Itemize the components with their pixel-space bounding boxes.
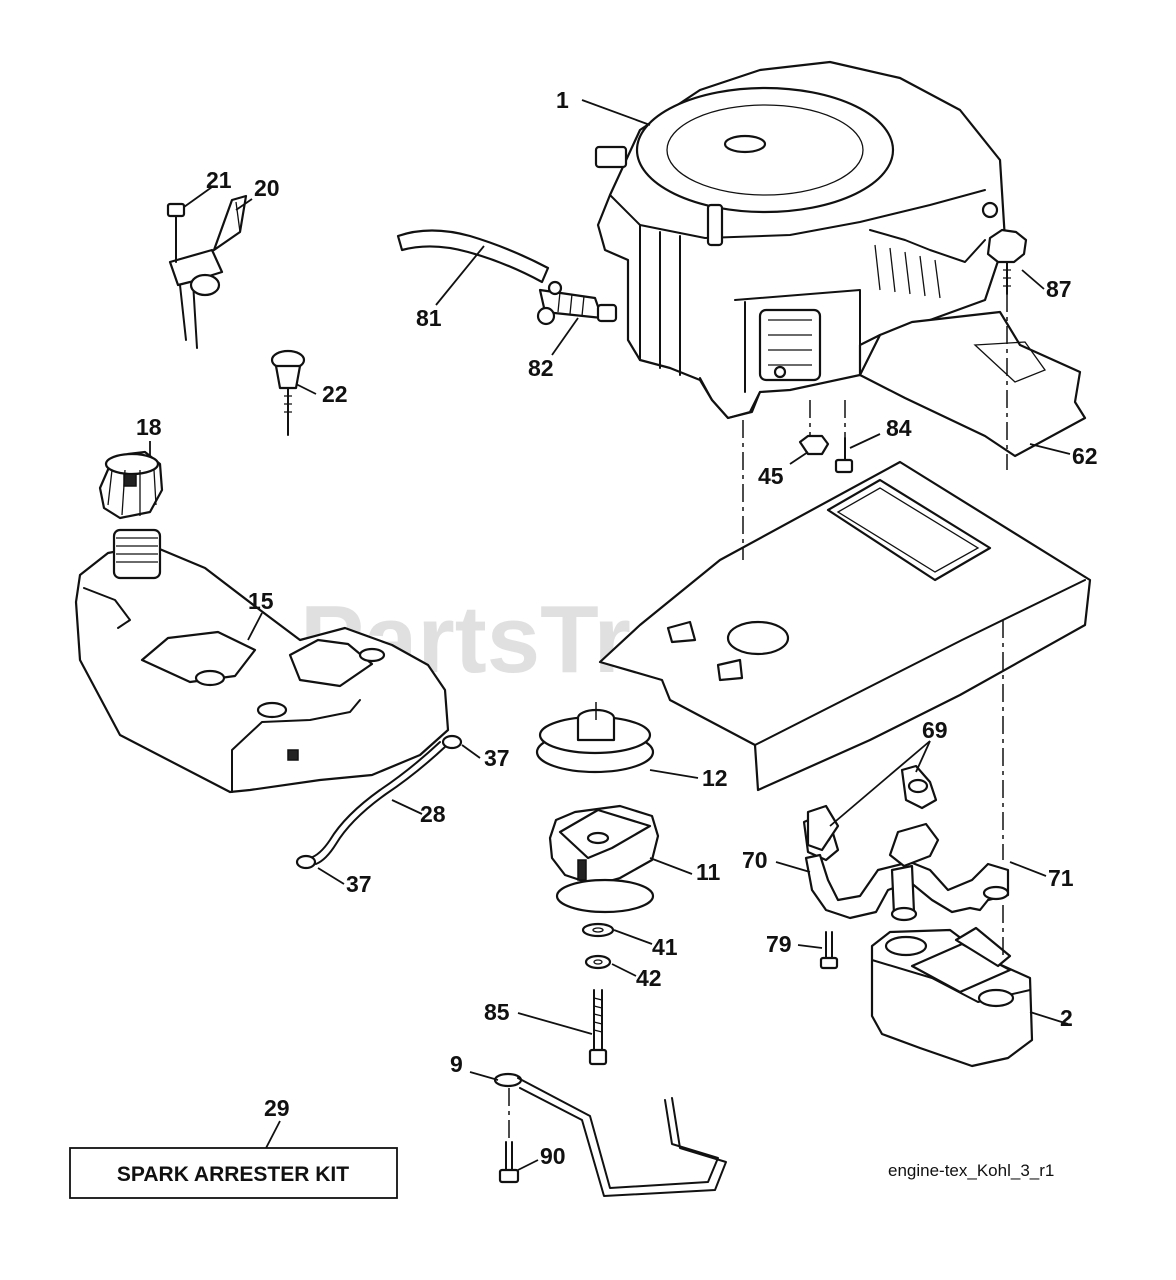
washer-41-part[interactable] [581,922,615,938]
clutch-part[interactable] [548,804,660,914]
callout-29: 29 [264,1095,290,1121]
throttle-bolt-part[interactable] [166,202,186,263]
hose-clamp-part[interactable] [295,854,317,870]
callout-9: 9 [450,1051,463,1077]
spark-arrester-kit-box[interactable] [69,1147,398,1199]
hose-clamp-part[interactable] [441,734,463,750]
engine-part[interactable] [594,60,1007,420]
spark-arrester-kit-label: SPARK ARRESTER KIT [117,1163,349,1186]
callout-84: 84 [886,415,912,441]
choke-knob-part[interactable] [270,349,306,436]
callout-69: 69 [922,717,948,743]
bolt-79-part[interactable] [819,931,839,970]
bolt-90-part[interactable] [498,1141,520,1184]
callout-81: 81 [416,305,442,331]
callout-28: 28 [420,801,446,827]
fuel-tank-part[interactable] [74,528,450,794]
callout-71: 71 [1048,865,1074,891]
callout-79: 79 [766,931,792,957]
bolt-85-part[interactable] [588,989,608,1066]
pulley-part[interactable] [535,708,655,774]
callout-21: 21 [206,167,232,193]
fuel-line-part[interactable] [396,229,550,284]
throttle-control-part[interactable] [168,194,248,349]
callout-1: 1 [556,87,569,113]
bracket-part[interactable] [493,1072,727,1197]
washer-42-part[interactable] [584,954,612,970]
callout-2: 2 [1060,1005,1073,1031]
frame-part[interactable] [598,460,1092,792]
callout-20: 20 [254,175,280,201]
callout-37-lower: 37 [346,871,372,897]
heat-shield-part[interactable] [858,310,1087,458]
callout-42: 42 [636,965,662,991]
callout-62: 62 [1072,443,1098,469]
callout-11: 11 [696,859,721,885]
callout-41: 41 [652,934,678,960]
knob-87-part[interactable] [986,228,1028,295]
callout-85: 85 [484,999,510,1025]
callout-45: 45 [758,463,784,489]
callout-22: 22 [322,381,348,407]
bolt-84-part[interactable] [834,437,854,474]
muffler-part[interactable] [870,926,1034,1068]
callout-82: 82 [528,355,554,381]
exhaust-pipe-part[interactable] [804,804,1010,922]
fuel-filter-part[interactable] [536,280,618,326]
callout-70: 70 [742,847,768,873]
file-reference: engine-tex_Kohl_3_r1 [888,1161,1054,1180]
callout-90: 90 [540,1143,566,1169]
fuel-cap-part[interactable] [98,450,164,520]
callout-18: 18 [136,414,162,440]
callout-87: 87 [1046,276,1072,302]
fuel-hose-part[interactable] [309,741,447,865]
callout-37-upper: 37 [484,745,510,771]
gasket-part[interactable] [900,764,938,810]
callout-12: 12 [702,765,728,791]
callout-15: 15 [248,588,274,614]
nut-part[interactable] [798,434,830,456]
